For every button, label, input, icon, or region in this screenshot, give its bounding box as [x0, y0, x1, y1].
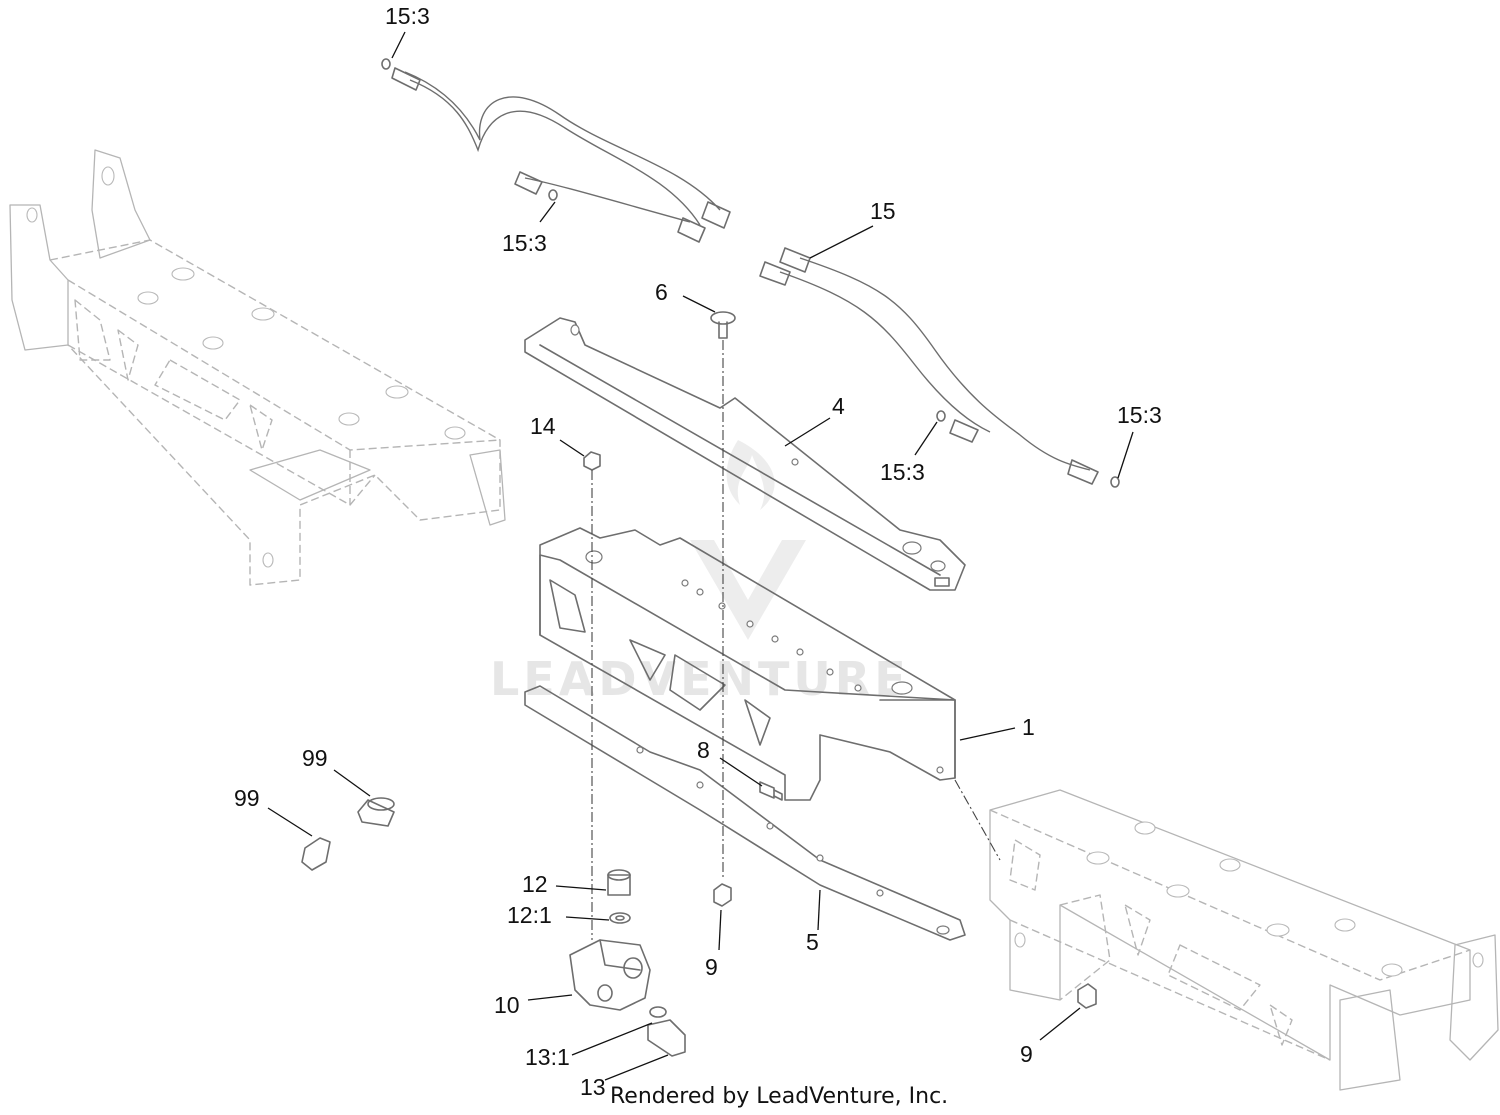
part-12-fitting — [607, 869, 631, 896]
part-5-lower-bar — [524, 685, 966, 941]
callout-6: 6 — [655, 279, 668, 305]
part-8-bolt — [759, 781, 783, 801]
callout-14: 14 — [530, 413, 556, 439]
part-14-nut — [583, 451, 601, 471]
hose-assembly-upper — [381, 58, 731, 243]
callout-12-1: 12:1 — [507, 902, 552, 928]
part-6-carriage-bolt — [710, 311, 736, 339]
part-4-top-bar — [524, 317, 966, 591]
part-99-clip — [301, 837, 331, 871]
callout-15: 15 — [870, 198, 896, 224]
callout-15-3-mid: 15:3 — [880, 459, 925, 485]
callout-1: 1 — [1022, 714, 1035, 740]
callout-12: 12 — [522, 871, 548, 897]
callout-5: 5 — [806, 929, 819, 955]
callout-13-1: 13:1 — [525, 1044, 570, 1070]
part-9-nut-a — [713, 883, 732, 907]
watermark-logo: LEADVENTURE — [490, 440, 910, 706]
part-1-bracket — [539, 527, 956, 801]
right-frame-phantom — [989, 789, 1499, 1091]
alignment-centerlines — [591, 340, 1001, 940]
callout-8: 8 — [697, 737, 710, 763]
callout-15-3-left: 15:3 — [502, 230, 547, 256]
part-13-elbow — [647, 1006, 686, 1057]
watermark-text: LEADVENTURE — [490, 652, 910, 706]
part-9-nut-b — [1077, 983, 1097, 1009]
callout-9-right: 9 — [1020, 1041, 1033, 1067]
hose-assembly-15 — [759, 247, 1120, 488]
callout-13: 13 — [580, 1074, 606, 1100]
callout-99-cap: 99 — [302, 745, 328, 771]
part-12-1-washer — [609, 912, 631, 924]
callout-10: 10 — [494, 992, 520, 1018]
left-frame-phantom — [9, 149, 506, 586]
callout-99-clip: 99 — [234, 785, 260, 811]
callout-9-left: 9 — [705, 954, 718, 980]
part-99-cap — [357, 797, 395, 827]
callout-15-3-right: 15:3 — [1117, 402, 1162, 428]
callout-4: 4 — [832, 393, 845, 419]
footer-credit: Rendered by LeadVenture, Inc. — [610, 1084, 948, 1109]
leader-lines — [267, 31, 1134, 1081]
part-10-valve — [569, 939, 651, 1011]
callout-labels: 15:3 15:3 15 6 4 14 15:3 15:3 1 8 99 99 … — [234, 3, 1162, 1100]
callout-15-3-top: 15:3 — [385, 3, 430, 29]
